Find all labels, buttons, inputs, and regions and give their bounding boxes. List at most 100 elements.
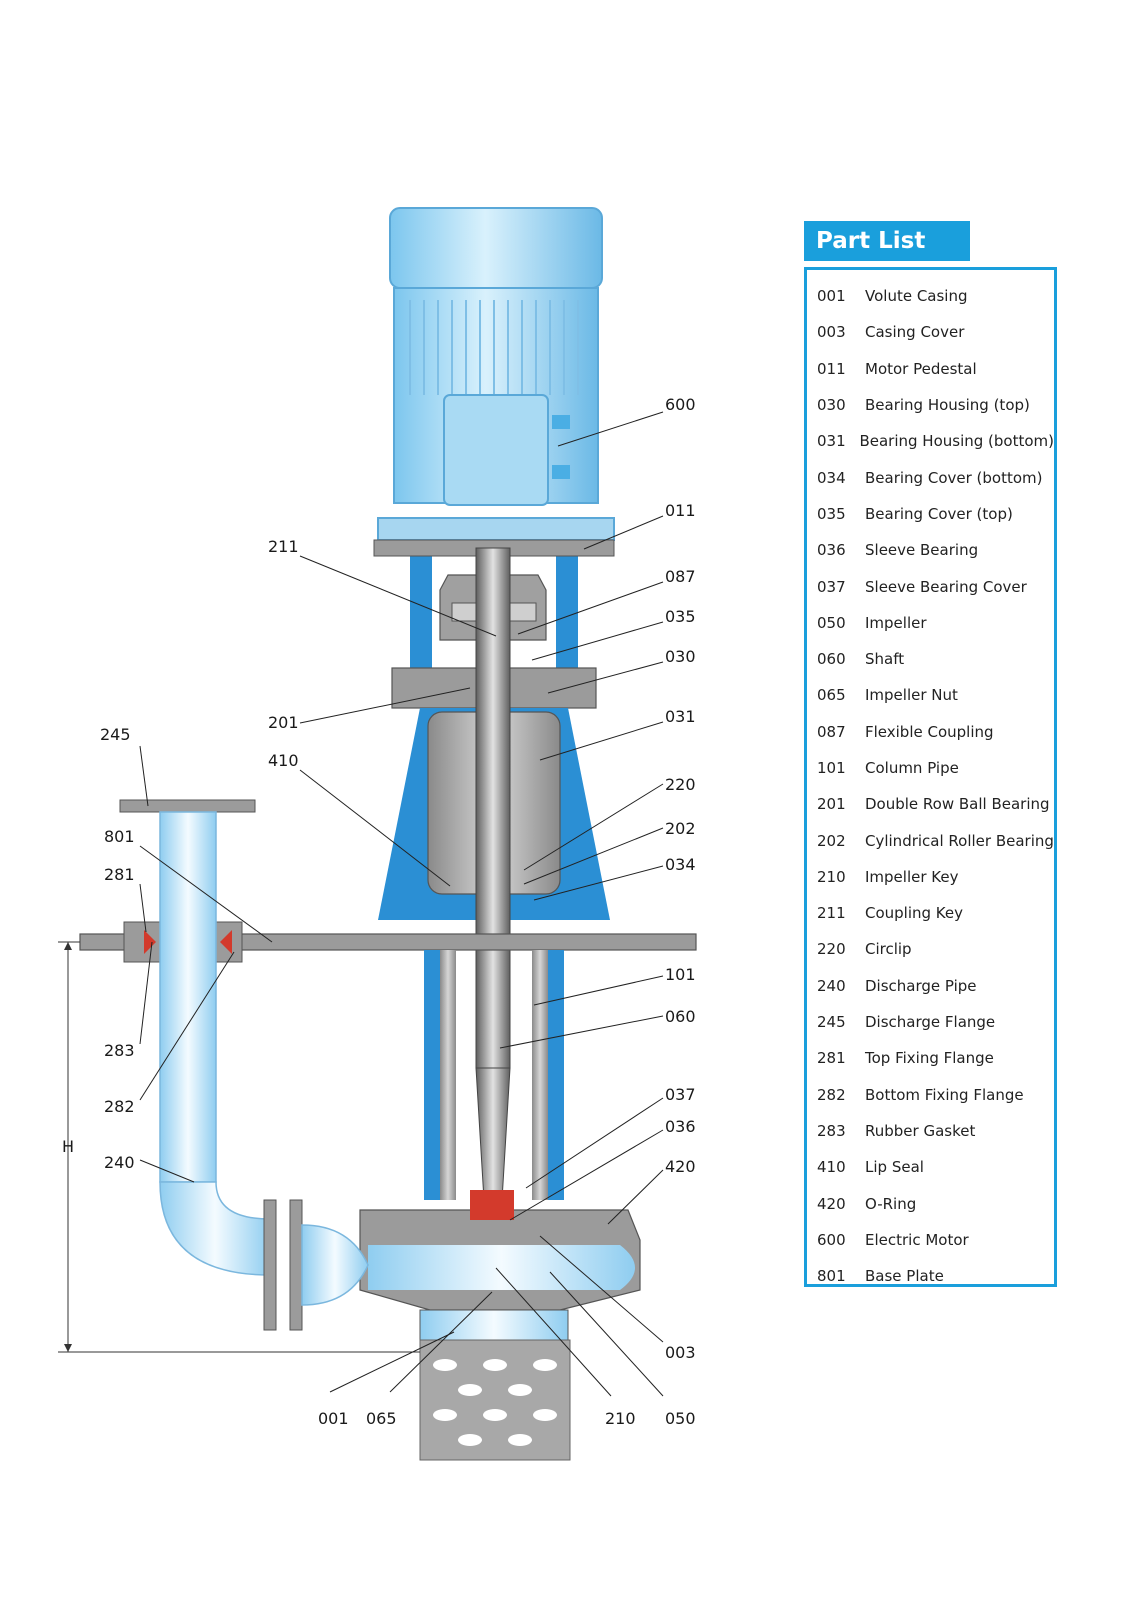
part-name: Bearing Cover (top)	[865, 504, 1013, 523]
part-row: 037 Sleeve Bearing Cover	[807, 568, 1054, 604]
part-name: Flexible Coupling	[865, 722, 994, 741]
part-code: 001	[817, 287, 846, 306]
dimension-label: H	[62, 1137, 74, 1156]
part-code: 050	[817, 613, 846, 632]
part-list-title: Part List	[804, 221, 970, 261]
part-code: 201	[817, 795, 846, 814]
part-code: 240	[817, 976, 846, 995]
part-code: 035	[817, 504, 846, 523]
part-name: Rubber Gasket	[865, 1121, 976, 1140]
discharge-pipe	[119, 799, 369, 1331]
callout-283: 283	[104, 1041, 135, 1060]
callout-240: 240	[104, 1153, 135, 1172]
callout-031: 031	[665, 707, 696, 726]
part-name: Electric Motor	[865, 1230, 969, 1249]
part-code: 210	[817, 867, 846, 886]
callout-245: 245	[100, 725, 131, 744]
electric-motor	[377, 207, 615, 541]
part-name: Impeller	[865, 613, 927, 632]
part-name: Double Row Ball Bearing	[865, 795, 1050, 814]
part-name: Motor Pedestal	[865, 359, 977, 378]
part-name: Lip Seal	[865, 1158, 924, 1177]
callout-065: 065	[366, 1409, 397, 1428]
part-row: 281 Top Fixing Flange	[807, 1040, 1054, 1076]
callout-801: 801	[104, 827, 135, 846]
part-code: 065	[817, 686, 846, 705]
part-code: 030	[817, 396, 846, 415]
part-name: Sleeve Bearing	[865, 541, 979, 560]
callout-034: 034	[665, 855, 696, 874]
part-row: 283 Rubber Gasket	[807, 1113, 1054, 1149]
callout-210: 210	[605, 1409, 636, 1428]
callout-201: 201	[268, 713, 299, 732]
callout-420: 420	[665, 1157, 696, 1176]
part-code: 420	[817, 1194, 846, 1213]
callout-003: 003	[665, 1343, 696, 1362]
callout-037: 037	[665, 1085, 696, 1104]
part-code: 282	[817, 1085, 846, 1104]
part-name: Casing Cover	[865, 323, 965, 342]
part-row: 011 Motor Pedestal	[807, 351, 1054, 387]
part-code: 087	[817, 722, 846, 741]
part-name: Sleeve Bearing Cover	[865, 577, 1027, 596]
callout-410: 410	[268, 751, 299, 770]
part-code: 281	[817, 1049, 846, 1068]
part-name: Top Fixing Flange	[865, 1049, 994, 1068]
leader-lines	[139, 411, 664, 1397]
part-row: 420 O-Ring	[807, 1185, 1054, 1221]
part-code: 245	[817, 1013, 846, 1032]
callout-030: 030	[665, 647, 696, 666]
part-row: 001 Volute Casing	[807, 278, 1054, 314]
part-name: Discharge Pipe	[865, 976, 977, 995]
part-name: Bottom Fixing Flange	[865, 1085, 1024, 1104]
callout-220: 220	[665, 775, 696, 794]
part-code: 101	[817, 759, 846, 777]
part-code: 037	[817, 577, 846, 596]
part-name: Coupling Key	[865, 904, 964, 923]
callout-101: 101	[665, 965, 696, 984]
part-row: 201 Double Row Ball Bearing	[807, 786, 1054, 822]
callout-060: 060	[665, 1007, 696, 1026]
part-row: 600 Electric Motor	[807, 1222, 1054, 1258]
part-name: Bearing Housing (bottom)	[859, 432, 1054, 451]
callout-001: 001	[318, 1409, 349, 1428]
part-code: 011	[817, 359, 846, 378]
callout-281: 281	[104, 865, 135, 884]
callout-036: 036	[665, 1117, 696, 1136]
height-dimension: H	[58, 941, 420, 1353]
part-name: Discharge Flange	[865, 1013, 996, 1032]
part-row: 282 Bottom Fixing Flange	[807, 1077, 1054, 1113]
callout-011: 011	[665, 501, 696, 520]
part-name: Circlip	[865, 940, 912, 959]
part-name: Volute Casing	[865, 287, 968, 306]
part-code: 202	[817, 831, 846, 850]
part-name: Bearing Cover (bottom)	[865, 468, 1043, 487]
part-name: O-Ring	[865, 1194, 917, 1213]
part-code: 600	[817, 1230, 846, 1249]
callout-035: 035	[665, 607, 696, 626]
part-code: 034	[817, 468, 846, 487]
part-code: 036	[817, 541, 846, 560]
part-code: 283	[817, 1121, 846, 1140]
part-code: 060	[817, 650, 846, 669]
callout-202: 202	[665, 819, 696, 838]
callout-282: 282	[104, 1097, 135, 1116]
part-row: 245 Discharge Flange	[807, 1004, 1054, 1040]
part-code: 211	[817, 904, 846, 923]
part-name: Cylindrical Roller Bearing	[865, 831, 1054, 850]
part-code: 801	[817, 1267, 846, 1286]
part-row: 035 Bearing Cover (top)	[807, 496, 1054, 532]
part-row: 050 Impeller	[807, 605, 1054, 641]
strainer	[419, 1339, 571, 1461]
part-name: Impeller Key	[865, 867, 959, 886]
column-pipe	[424, 950, 564, 1200]
part-row: 211 Coupling Key	[807, 895, 1054, 931]
